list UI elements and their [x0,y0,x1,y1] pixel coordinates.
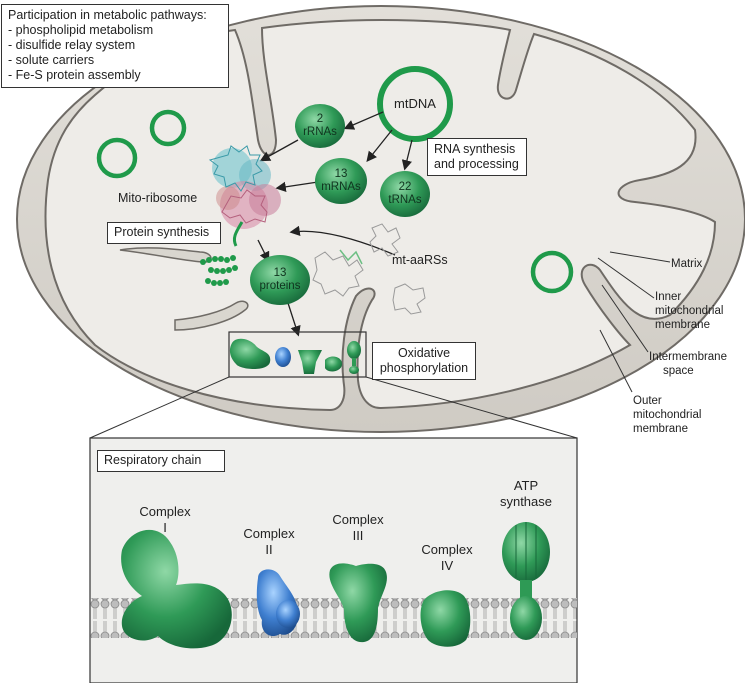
proteins-bubble [250,255,310,305]
mrnas-label: 13 mRNAs [321,168,361,193]
mito-ribosome-label: Mito-ribosome [118,191,198,205]
outer-membrane-label: Outer mitochondrial membrane [633,395,702,435]
complex-iv-label: Complex IV [421,542,473,573]
complex-ii-label: Complex II [243,526,295,557]
atp-synthase-shape [502,522,550,640]
complex-i-label: Complex I [139,504,191,535]
protein-synthesis-box: Protein synthesis [107,222,221,244]
mtdna-circle-small-1 [149,109,187,147]
mtdna-circle-main [377,66,453,142]
mrnas-bubble [315,158,367,204]
proteins-label: 13 proteins [259,267,301,292]
pathway-item: - Fe-S protein assembly [8,68,141,82]
rna-synthesis-box: RNA synthesis and processing [427,138,527,176]
mt-aarss-icon [312,223,426,315]
matrix-label: Matrix [671,258,703,270]
pathway-item: - solute carriers [8,53,95,67]
intermembrane-space-label: Intermembrane space [649,351,727,377]
complex-iii-shape [329,563,387,643]
mtdna-circle-small-3 [530,250,574,294]
zoom-box [228,331,367,378]
trnas-bubble [380,171,430,217]
pathway-item: - phospholipid metabolism [8,23,154,37]
mtdna-label: mtDNA [394,96,436,111]
mtdna-circle-small-2 [96,137,138,179]
complex-iii-label: Complex III [332,512,384,543]
pathway-item: - disulfide relay system [8,38,136,52]
respiratory-chain-box: Respiratory chain [97,450,225,472]
inner-membrane-label: Inner mitochondrial membrane [655,291,724,331]
rrnas-bubble [295,104,345,148]
trnas-label: 22 tRNAs [388,181,422,206]
pathways-title: Participation in metabolic pathways: [8,8,207,22]
atp-synthase-label: ATP synthase [499,478,553,509]
complex-i-shape [121,529,232,649]
oxphos-complexes-icon [229,338,361,374]
rrnas-label: 2 rRNAs [303,113,337,138]
oxphos-box: Oxidative phosphorylation [372,342,476,380]
metabolic-pathways-box: Participation in metabolic pathways: - p… [1,4,229,88]
mito-ribosome-icon [208,145,281,229]
complex-iv-shape [420,590,471,647]
peptide-chains-icon [200,255,238,286]
mt-aarss-label: mt-aaRSs [392,253,448,267]
